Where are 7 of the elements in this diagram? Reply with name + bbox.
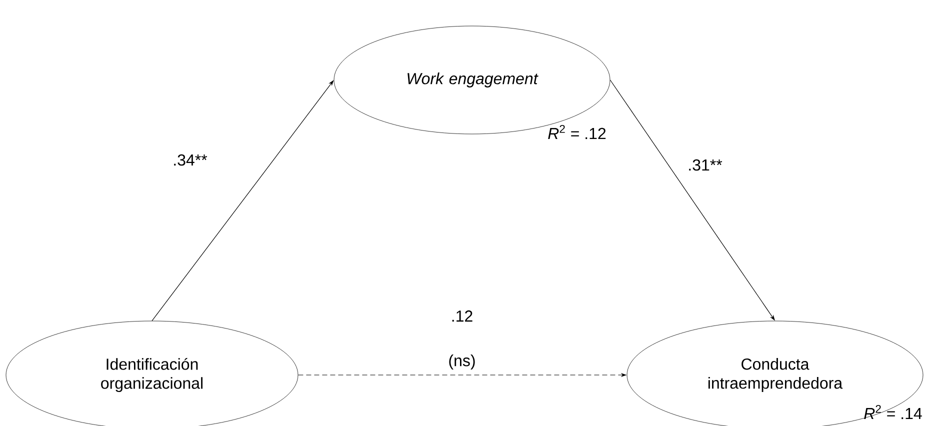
edge-label: .31**: [686, 158, 724, 172]
edge-label: .34**: [172, 153, 208, 167]
r-squared-label: R$^{2}$ = .12: [548, 124, 606, 140]
edge-label: .12: [450, 309, 474, 323]
r-squared-label: R$^{2}$ = .14: [864, 404, 922, 420]
arrow: [152, 80, 334, 322]
note-label: (ns): [449, 354, 475, 370]
